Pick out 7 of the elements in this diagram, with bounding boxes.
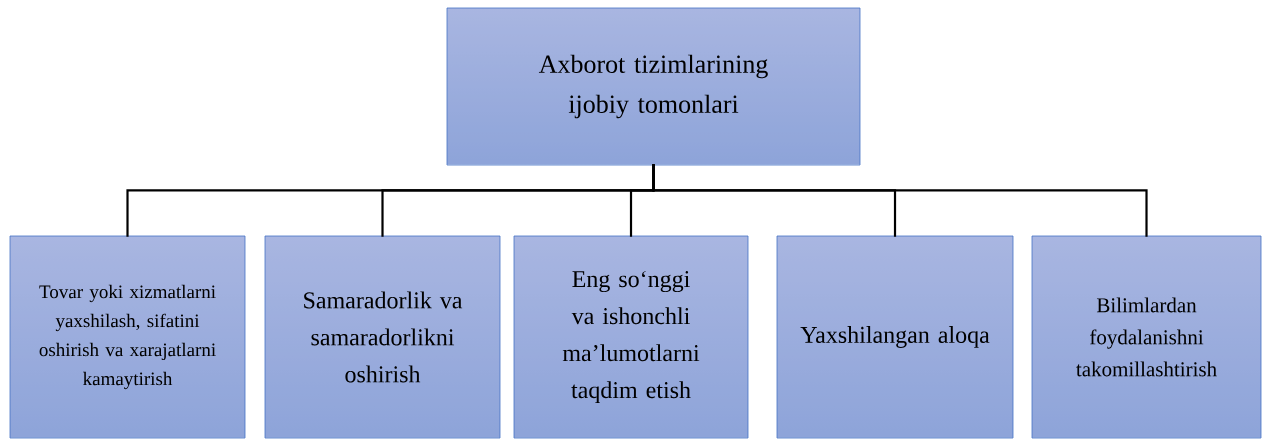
title-box: Axborot tizimlarining ijobiy tomonlari (446, 7, 861, 166)
topic-box: Tovar yoki xizmatlarni yaxshilash, sifatini oshirish va xarajatlarni kamaytirish (9, 235, 246, 439)
topic-box: Samaradorlik va samaradorlikni oshirish (264, 235, 501, 439)
connector (652, 164, 1148, 237)
topic-box: Yaxshilangan aloqa (776, 235, 1014, 439)
topic-box: Eng so‘nggi va ishonchli ma’lumotlarni taqdim etish (513, 235, 749, 439)
topic-box: Bilimlardan foydalanishni takomillashtirish (1031, 235, 1262, 439)
